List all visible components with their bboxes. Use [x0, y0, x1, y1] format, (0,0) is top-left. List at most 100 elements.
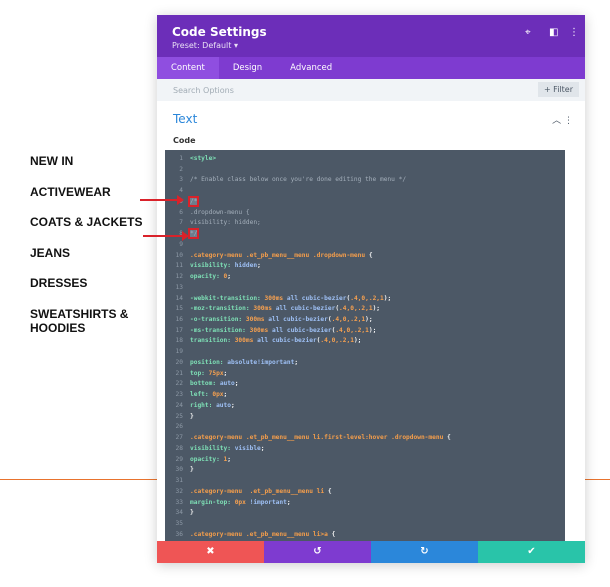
code-token: ); [383, 294, 392, 302]
code-token: ; [294, 358, 299, 366]
code-line: 30} [165, 465, 565, 476]
code-line: 2 [165, 165, 565, 176]
code-token: ( [335, 305, 340, 313]
code-token: !important [249, 498, 287, 506]
menu-item[interactable]: SWEATSHIRTS & HOODIES [30, 306, 129, 335]
code-token: ( [346, 294, 351, 302]
code-line: 36.category-menu .et_pb_menu__menu li>a … [165, 530, 565, 541]
panel-title: Code Settings [172, 25, 267, 39]
tab-design[interactable]: Design [232, 63, 263, 73]
code-line: 32.category-menu .et_pb_menu__menu li { [165, 487, 565, 498]
code-token: 0px [212, 391, 224, 399]
code-token: ; [227, 455, 231, 463]
code-token: all cubic-bezier [271, 326, 332, 334]
line-number: 17 [175, 326, 183, 334]
menu-item[interactable]: COATS & JACKETS [30, 215, 143, 230]
line-number: 29 [175, 455, 183, 463]
line-number: 8 [165, 229, 190, 240]
code-token: ; [223, 391, 228, 399]
code-token: .4,0,.2,1 [331, 316, 366, 324]
code-line: 26 [165, 422, 565, 433]
tab-content[interactable]: Content [157, 57, 219, 79]
line-number: 11 [175, 262, 183, 270]
line-number: 20 [175, 358, 183, 366]
code-line: 10.category-menu .et_pb_menu__menu .drop… [165, 251, 565, 262]
code-token: } [190, 412, 194, 420]
code-token: ); [353, 337, 362, 345]
search-input[interactable]: Search Options [173, 86, 234, 95]
code-line: 5/* [165, 195, 565, 208]
tabs: Content Design Advanced [157, 57, 585, 79]
code-token: hidden [234, 262, 258, 270]
code-token: -moz-transition: [190, 305, 254, 313]
code-line: 13 [165, 283, 565, 294]
close-button[interactable]: ✖ [157, 541, 264, 563]
code-token: .4,0,.2,1 [350, 294, 384, 302]
code-token: 0px [234, 498, 250, 506]
line-number: 3 [179, 176, 183, 184]
line-number: 36 [175, 530, 183, 538]
line-number: 35 [175, 519, 183, 527]
sidebar-icon[interactable]: ◧ [549, 27, 559, 38]
code-label: Code [173, 136, 196, 145]
code-token: bottom: [190, 380, 220, 388]
line-number: 31 [175, 477, 183, 485]
code-settings-panel: Code Settings Preset: Default ▾ ⌖ ◧ ⋮ Co… [157, 15, 585, 563]
filter-button[interactable]: + Filter [537, 82, 579, 97]
undo-button[interactable]: ↺ [264, 541, 371, 563]
code-token: ; [230, 401, 235, 409]
code-token: ); [372, 305, 381, 313]
search-bar: Search Options + Filter [157, 79, 585, 101]
code-token: .4,0,.2,1 [335, 326, 369, 334]
more-icon[interactable]: ⋮ [564, 116, 573, 126]
code-token: opacity: [190, 455, 224, 463]
code-line: 16-o-transition: 300ms all cubic-bezier(… [165, 315, 565, 326]
menu-item[interactable]: ACTIVEWEAR [30, 184, 111, 199]
action-bar: ✖↺↻✔ [157, 541, 585, 563]
code-token: ( [316, 337, 321, 345]
code-line: 34} [165, 508, 565, 519]
code-token: ); [365, 316, 373, 324]
code-token: all cubic-bezier [286, 294, 347, 302]
line-number: 32 [175, 487, 183, 495]
redo-button[interactable]: ↻ [371, 541, 478, 563]
code-token: } [190, 509, 194, 517]
code-token: .category-menu .et_pb_menu__menu li>a [190, 530, 332, 538]
code-token: -o-transition: [190, 316, 246, 324]
line-number: 10 [175, 251, 183, 259]
line-number: 28 [175, 444, 183, 452]
section-title[interactable]: Text [173, 112, 198, 126]
code-token: -ms-transition: [190, 326, 250, 334]
line-number: 24 [175, 401, 183, 409]
code-token: 300ms [264, 294, 287, 302]
code-line: 17 -ms-transition: 300ms all cubic-bezier… [165, 326, 565, 337]
code-line: 31 [165, 476, 565, 487]
code-token: 300ms [253, 305, 276, 313]
code-token: all cubic-bezier [257, 337, 317, 345]
menu-item[interactable]: DRESSES [30, 276, 88, 291]
more-icon[interactable]: ⋮ [569, 27, 579, 38]
code-line: 15-moz-transition: 300ms all cubic-bezie… [165, 304, 565, 315]
line-number: 25 [175, 412, 183, 420]
code-line: 25} [165, 412, 565, 423]
code-token: position: [190, 358, 228, 366]
tab-advanced[interactable]: Advanced [290, 63, 333, 73]
panel-header: Code Settings Preset: Default ▾ ⌖ ◧ ⋮ [157, 15, 585, 57]
check-button[interactable]: ✔ [478, 541, 585, 563]
menu-item[interactable]: JEANS [30, 245, 71, 260]
preset-dropdown[interactable]: Preset: Default ▾ [172, 41, 238, 50]
line-number: 21 [175, 369, 183, 377]
chevron-up-icon[interactable]: ︿ [552, 116, 562, 126]
code-line: 4 [165, 186, 565, 197]
menu-item[interactable]: NEW IN [30, 154, 74, 168]
arrow-annotation [143, 231, 189, 241]
code-token: absolute!important [227, 358, 295, 366]
code-token: auto [219, 380, 235, 388]
focus-icon[interactable]: ⌖ [525, 27, 531, 38]
code-token: { [368, 251, 373, 259]
code-token: 300ms [249, 326, 272, 334]
line-number: 23 [175, 391, 183, 399]
